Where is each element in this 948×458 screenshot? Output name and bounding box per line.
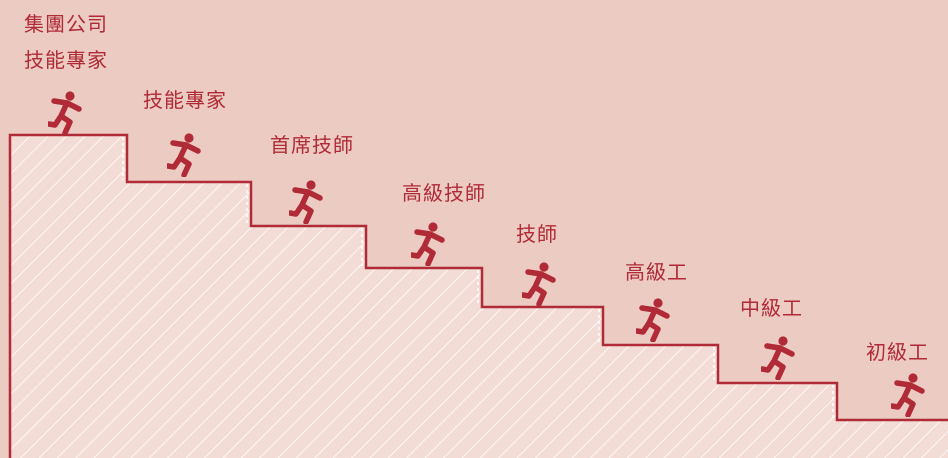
running-person-icon [637,298,667,340]
top-title: 集團公司 [24,12,108,36]
running-person-icon [523,262,553,304]
riser-dashed-lines [122,137,834,418]
step-label-5: 技師 [516,222,558,246]
running-person-icon [412,222,442,264]
step-label-7: 中級工 [740,296,803,320]
running-person-icon [892,373,922,415]
running-person-icon [168,133,198,175]
step-label-6: 高級工 [625,260,688,284]
running-person-icon [762,336,792,378]
step-label-4: 高級技師 [402,181,486,205]
stair-outline [8,133,948,458]
step-label-1: 技能專家 [24,48,108,72]
step-label-3: 首席技師 [270,133,354,157]
running-person-icon [49,91,79,133]
step-label-2: 技能專家 [143,88,227,112]
step-label-8: 初級工 [866,340,929,364]
running-person-icon [290,180,320,222]
